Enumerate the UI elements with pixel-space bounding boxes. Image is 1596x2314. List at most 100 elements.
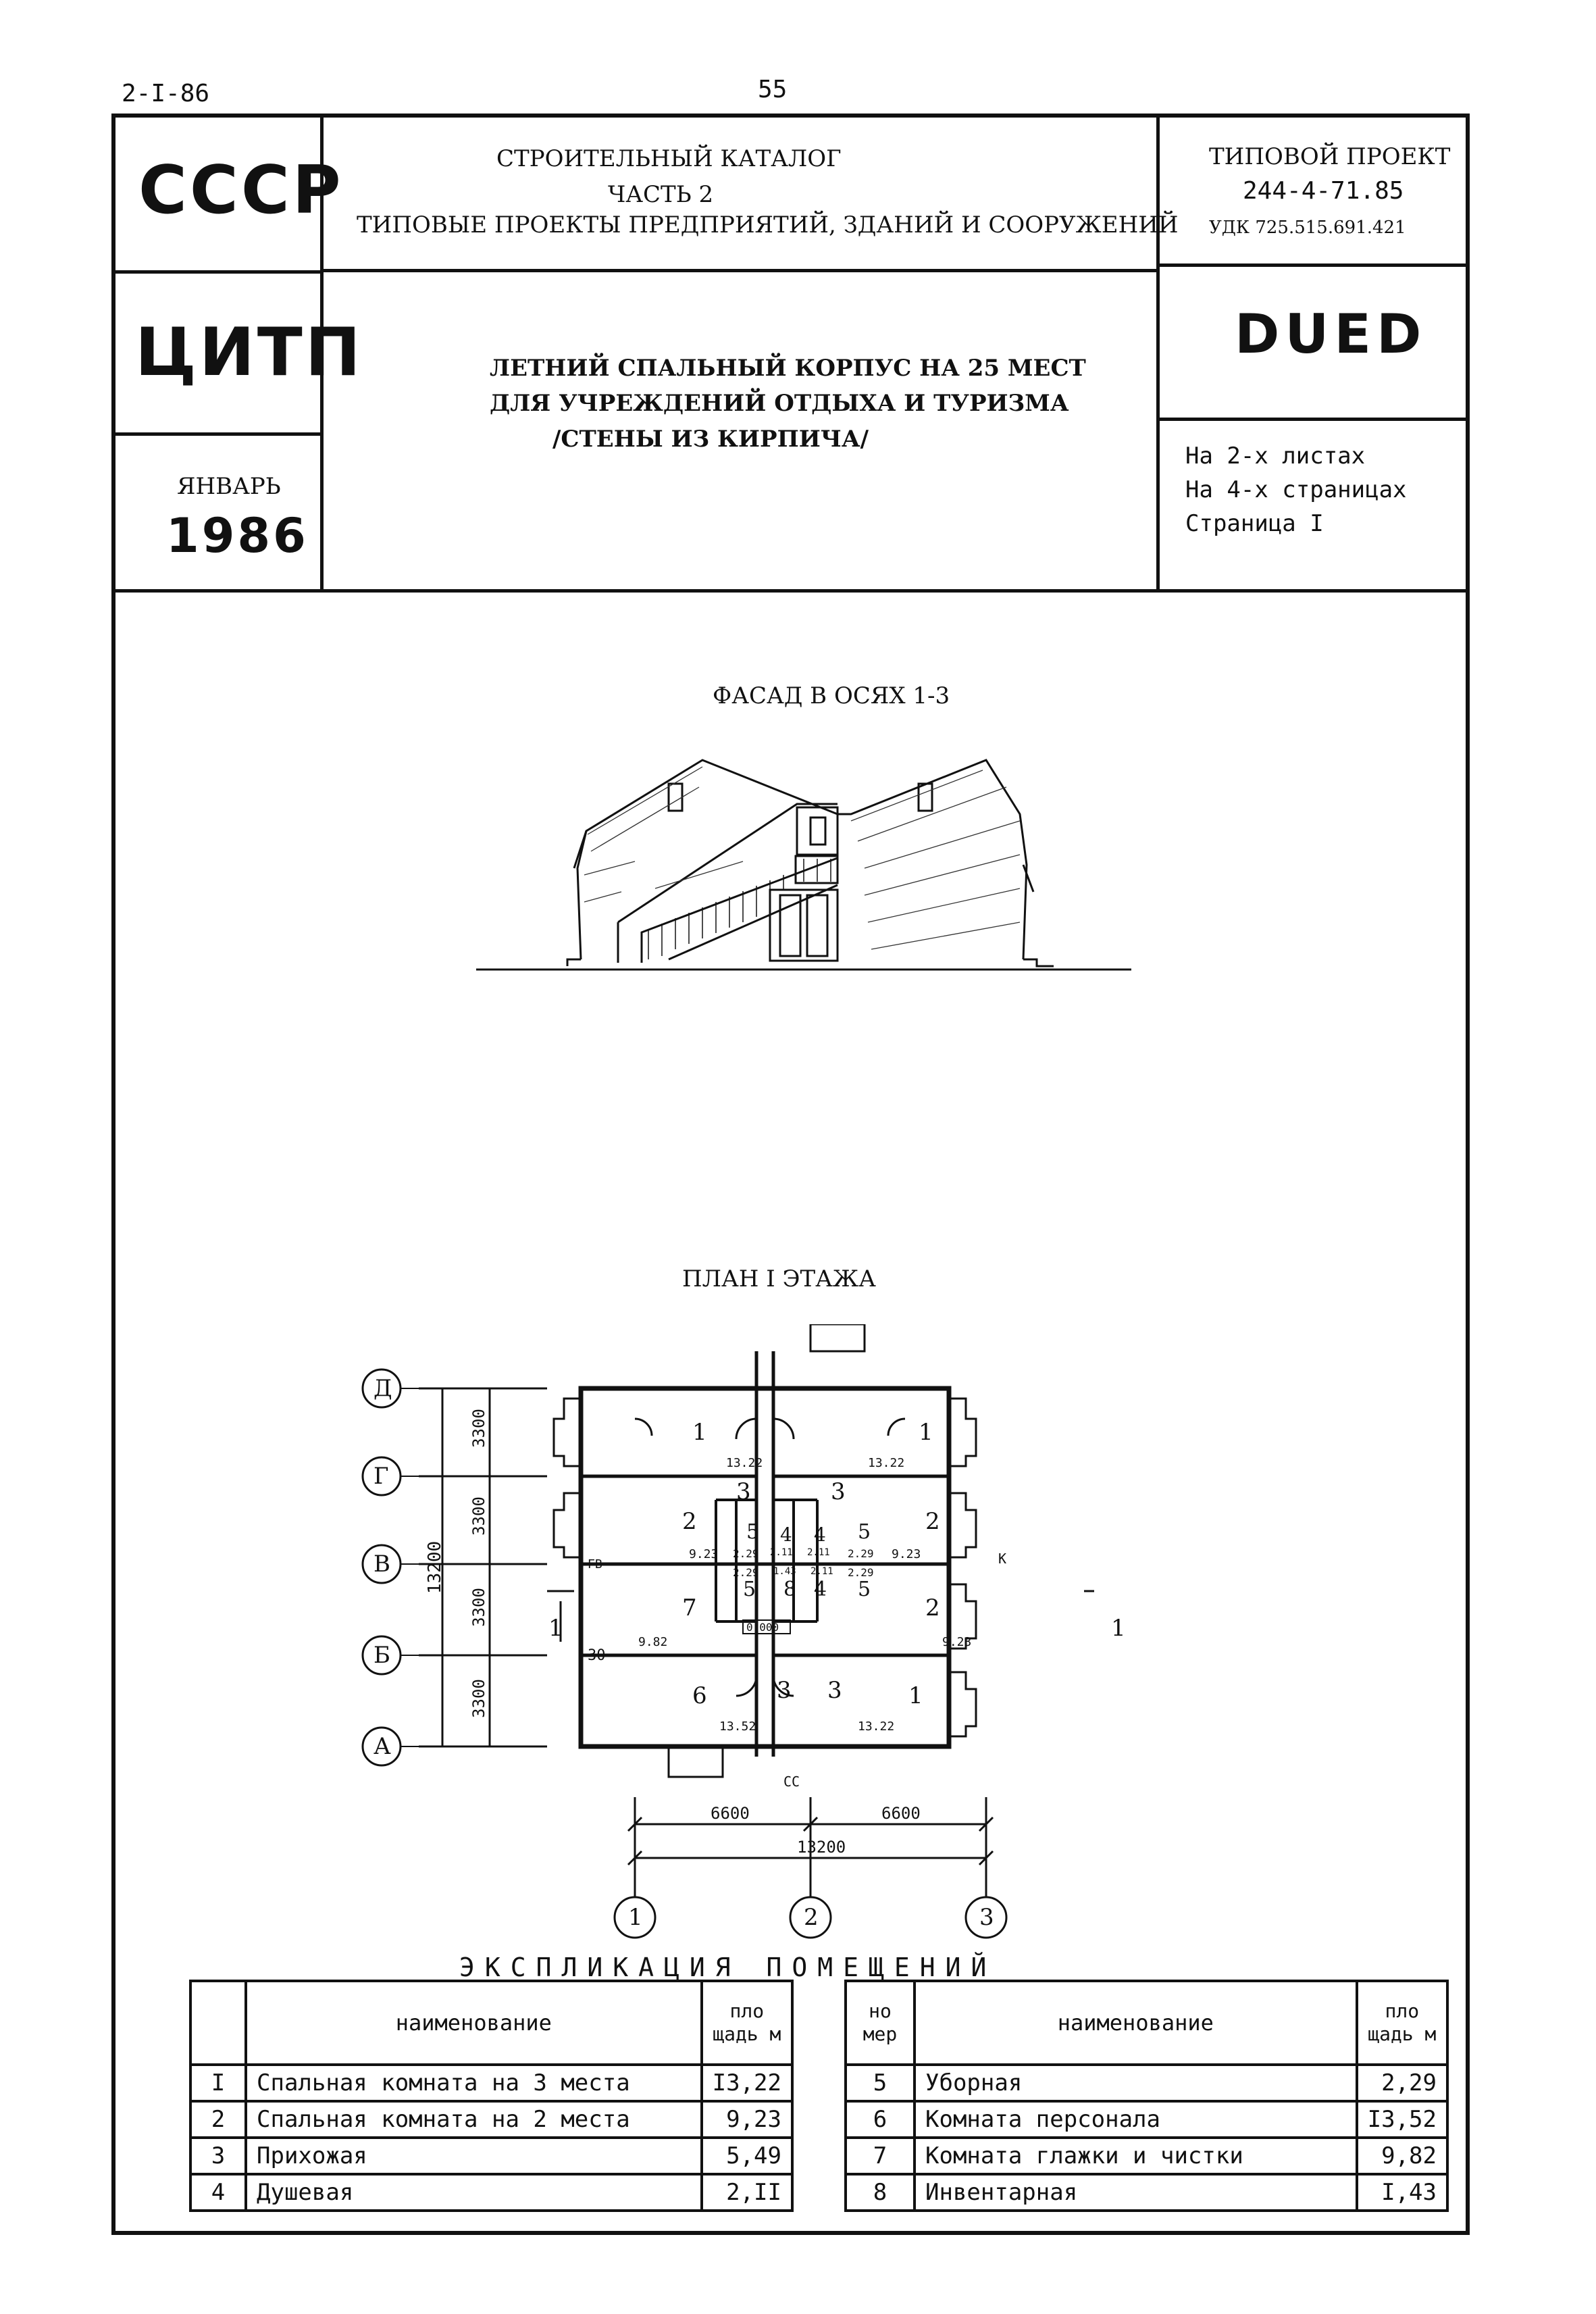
page-frame: [111, 114, 1470, 2235]
title-line-3: /СТЕНЫ ИЗ КИРПИЧА/: [552, 426, 869, 453]
room-area: 13.52: [719, 1719, 756, 1734]
room-area: 9.23: [892, 1547, 921, 1561]
explication-title: ЭКСПЛИКАЦИЯ ПОМЕЩЕНИЙ: [459, 1953, 997, 1982]
facade-title: ФАСАД В ОСЯХ 1-3: [713, 682, 950, 709]
row-number: 7: [844, 2136, 916, 2175]
header-area: пло щадь м: [1355, 1980, 1449, 2066]
row-dim-4: 3300: [469, 1679, 488, 1718]
row-area: 9,82: [1355, 2136, 1449, 2175]
room-number: 3: [831, 1478, 846, 1505]
col-axis-3: 3: [979, 1904, 994, 1931]
room-area: 2.29: [733, 1566, 759, 1579]
catalog-line-3: ТИПОВЫЕ ПРОЕКТЫ ПРЕДПРИЯТИЙ, ЗДАНИЙ И СО…: [357, 211, 1179, 238]
room-number: 7: [682, 1594, 697, 1621]
room-number: 3: [827, 1677, 842, 1704]
titleblock-row-line-2: [111, 432, 321, 436]
row-number: 2: [189, 2100, 247, 2139]
page-number: 55: [758, 76, 788, 103]
room-area: 2.29: [848, 1547, 874, 1560]
room-area: 9.23: [942, 1635, 972, 1649]
row-name: Комната глажки и чистки: [913, 2136, 1358, 2175]
row-area: 9,23: [700, 2100, 794, 2139]
explication-table-right: но мер наименование пло щадь м 5 Уборная…: [844, 1980, 1449, 2212]
explication-table-left: наименование пло щадь м I Спальная комна…: [189, 1980, 794, 2212]
label-30: 30: [588, 1647, 606, 1664]
room-number: 4: [814, 1524, 826, 1546]
row-number: I: [189, 2063, 247, 2103]
room-area: 2.11: [807, 1547, 830, 1558]
room-area: 2.11: [770, 1547, 793, 1558]
plan-title: ПЛАН I ЭТАЖА: [682, 1265, 876, 1292]
col-dim-2: 6600: [881, 1804, 921, 1823]
room-number: 2: [925, 1594, 940, 1621]
row-number: 8: [844, 2173, 916, 2212]
row-number: 5: [844, 2063, 916, 2103]
label-cc: СС: [783, 1774, 800, 1790]
row-name: Прихожая: [244, 2136, 703, 2175]
row-name: Комната персонала: [913, 2100, 1358, 2139]
room-area: 9.23: [689, 1547, 719, 1561]
catalog-line-2: ЧАСТЬ 2: [608, 181, 714, 208]
row-name: Спальная комната на 3 места: [244, 2063, 703, 2103]
room-area: 2.11: [810, 1566, 833, 1577]
room-number: 1: [692, 1419, 707, 1446]
titleblock-row-line-right-1: [1156, 263, 1470, 267]
col-axis-1: 1: [628, 1904, 643, 1931]
row-area: 2,29: [1355, 2063, 1449, 2103]
row-name: Инвентарная: [913, 2173, 1358, 2212]
label-gv: ГВ: [588, 1557, 602, 1571]
room-number: 4: [814, 1578, 827, 1601]
col-dim-total: 13200: [797, 1838, 846, 1857]
title-line-2: ДЛЯ УЧРЕЖДЕНИЙ ОТДЫХА И ТУРИЗМА: [490, 390, 1069, 417]
room-number: 2: [925, 1508, 940, 1535]
row-area: I3,52: [1355, 2100, 1449, 2139]
axis-label-a: А: [374, 1733, 391, 1760]
level-mark: 0.000: [746, 1621, 779, 1634]
room-number: 3: [777, 1677, 792, 1704]
label-k: К: [998, 1551, 1007, 1567]
col-axis-2: 2: [804, 1904, 819, 1931]
header-number: но мер: [844, 1980, 916, 2066]
axis-label-g: Г: [374, 1463, 389, 1490]
room-area: 13.22: [726, 1456, 763, 1470]
doc-code: 2-I-86: [122, 80, 210, 107]
titleblock-row-line-center: [320, 269, 1158, 272]
country-label: СССР: [138, 152, 344, 229]
row-dim-2: 3300: [469, 1496, 488, 1536]
header-area: пло щадь м: [700, 1980, 794, 2066]
room-number: 5: [743, 1578, 756, 1601]
row-number: 4: [189, 2173, 247, 2212]
row-dim-1: 3300: [469, 1409, 488, 1448]
axis-label-d: Д: [374, 1375, 392, 1402]
month-label: ЯНВАРЬ: [177, 473, 281, 500]
year-label: 1986: [166, 508, 309, 563]
row-name: Душевая: [244, 2173, 703, 2212]
org-label: ЦИТП: [135, 314, 363, 391]
section-mark-right: 1: [1111, 1615, 1126, 1642]
room-number: 8: [783, 1578, 797, 1601]
axis-label-b: Б: [374, 1642, 390, 1669]
titleblock-row-line-right-2: [1156, 418, 1470, 421]
row-number: 6: [844, 2100, 916, 2139]
room-number: 5: [858, 1578, 871, 1601]
title-line-1: ЛЕТНИЙ СПАЛЬНЫЙ КОРПУС НА 25 МЕСТ: [490, 355, 1086, 382]
row-name: Уборная: [913, 2063, 1358, 2103]
room-number: 5: [746, 1520, 760, 1544]
room-number: 1: [908, 1682, 923, 1709]
project-label: ТИПОВОЙ ПРОЕКТ: [1209, 143, 1451, 170]
row-dim-3: 3300: [469, 1588, 488, 1627]
row-area: 2,II: [700, 2173, 794, 2212]
titleblock-divider-left: [320, 114, 324, 590]
room-area: 2.29: [848, 1566, 874, 1579]
row-area: 5,49: [700, 2136, 794, 2175]
room-area: 13.22: [868, 1456, 905, 1470]
page-label: Страница I: [1185, 510, 1324, 537]
udk-label: УДК 725.515.691.421: [1209, 218, 1406, 238]
room-number: 3: [736, 1478, 751, 1505]
project-number: 244-4-71.85: [1243, 177, 1404, 205]
room-number: 6: [692, 1682, 707, 1709]
header-name: наименование: [913, 1980, 1358, 2066]
pages-label: На 4-х страницах: [1185, 476, 1407, 503]
row-number: 3: [189, 2136, 247, 2175]
column-axes: [613, 1797, 1008, 1939]
